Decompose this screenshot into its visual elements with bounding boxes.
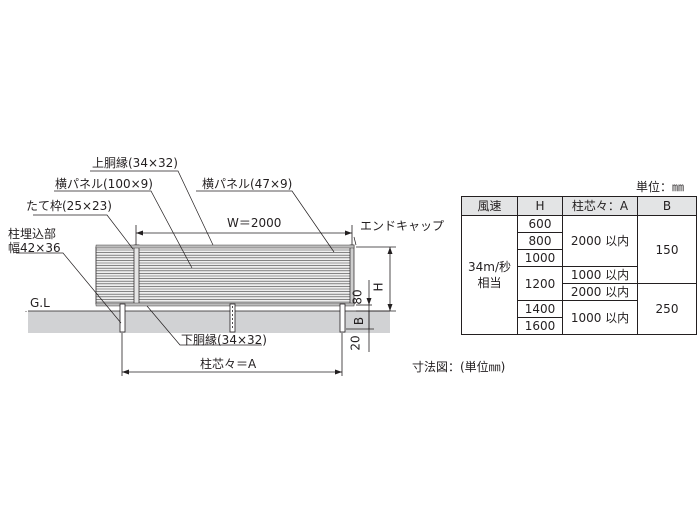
table-row: 1200 1000 以内: [462, 266, 697, 301]
table-row: 1600: [462, 317, 697, 335]
header-a: 柱芯々：A: [562, 196, 638, 216]
table-unit: 単位：㎜: [636, 180, 685, 194]
cell-h: 1000: [517, 249, 563, 267]
cell-b: 150: [637, 215, 697, 284]
wind-line-1: 34m/秒: [467, 260, 511, 274]
fence-panel: [95, 244, 355, 307]
label-lower-rail: 下胴縁(34×32): [181, 333, 267, 347]
table-row: 1000: [462, 249, 697, 267]
upper-rail: [95, 244, 355, 249]
label-vertical-frame: たて枠(25×23): [26, 199, 112, 213]
table-header-row: 風速 H 柱芯々：A B: [461, 196, 697, 216]
cell-a: 2000 以内: [562, 215, 638, 267]
header-h: H: [517, 196, 563, 216]
cell-a: 1000 以内: [562, 300, 638, 335]
table-row: 1400 1000 以内: [462, 300, 697, 335]
cell-b: 250: [637, 283, 697, 335]
label-end-cap: エンドキャップ: [360, 219, 445, 233]
dim-b-20: [346, 311, 374, 352]
label-post-pitch: 柱芯々＝A: [200, 357, 257, 371]
label-ground: G.L: [30, 296, 50, 310]
wind-line-2: 相当: [477, 276, 502, 290]
label-post-embed-2: 幅42×36: [8, 241, 61, 255]
height-dimension: [356, 246, 396, 312]
cell-h: 600: [517, 215, 563, 233]
table-row: 34m/秒 相当 600 2000 以内 150: [461, 215, 697, 335]
lower-rail: [95, 302, 355, 307]
table-row: 800: [462, 232, 697, 250]
post-pitch-dimension: [121, 333, 343, 376]
vertical-frame-left: [133, 244, 140, 306]
cell-wind: 34m/秒 相当: [461, 215, 518, 335]
cell-h: 1200: [517, 266, 563, 301]
label-post-embed-1: 柱埋込部: [8, 227, 57, 241]
header-b: B: [637, 196, 697, 216]
label-dim-80: 80: [350, 289, 365, 305]
cell-h: 800: [517, 232, 563, 250]
label-dim-20: 20: [348, 335, 363, 351]
cell-h: 1600: [517, 317, 563, 335]
cell-h: 1400: [517, 300, 563, 318]
label-height: H: [371, 282, 386, 292]
leader-lines: [16, 170, 357, 346]
diagram-caption: 寸法図：(単位㎜): [412, 360, 506, 374]
ground-area: [28, 311, 390, 333]
cell-a: 2000 以内: [562, 283, 638, 301]
spec-table: 風速 H 柱芯々：A B 34m/秒 相当 600 2000 以内 150 80…: [461, 196, 697, 335]
label-width: W＝2000: [227, 216, 282, 230]
posts: [119, 303, 346, 333]
table-row: 2000 以内 250: [462, 283, 697, 335]
label-panel-100: 横パネル(100×9): [55, 177, 153, 191]
label-dim-b: B: [352, 316, 367, 326]
cell-a: 1000 以内: [562, 266, 638, 284]
label-panel-47: 横パネル(47×9): [202, 177, 293, 191]
width-dimension: [135, 225, 353, 245]
label-upper-rail: 上胴縁(34×32): [92, 156, 178, 170]
header-wind: 風速: [461, 196, 518, 216]
